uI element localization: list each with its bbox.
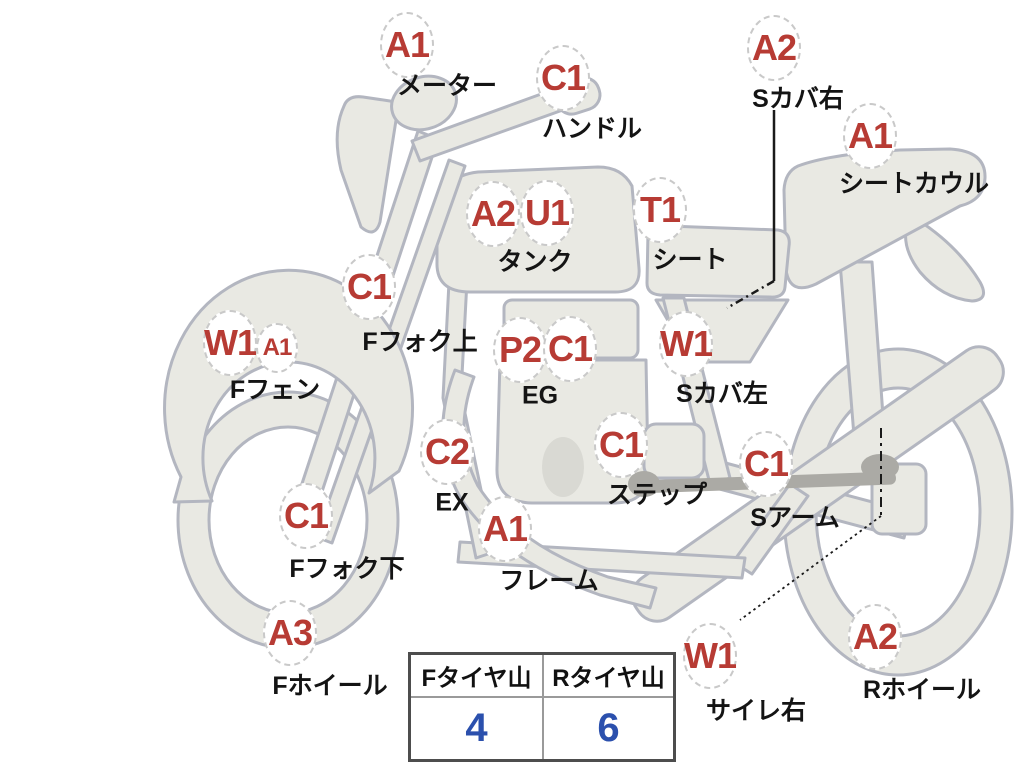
part-label: Sカバ左 [676, 380, 768, 408]
tire-table-header-rear: Rタイヤ山 [542, 655, 673, 696]
rear-frame [731, 482, 810, 576]
condition-code-bubble: P2 [493, 317, 547, 383]
tail-fin [904, 217, 986, 303]
meter-pod [390, 74, 458, 132]
part-label: Sアーム [750, 504, 840, 532]
condition-code-bubble: T1 [633, 177, 687, 243]
condition-code-bubble: A1 [843, 103, 897, 169]
condition-code-bubble: W1 [659, 311, 713, 377]
part-label: タンク [497, 248, 573, 276]
part-label: EX [435, 488, 469, 517]
condition-code-bubble: U1 [520, 180, 574, 246]
headlight-cowl [335, 95, 400, 234]
condition-code-bubble: A2 [848, 604, 902, 670]
leader-silencer-diagonal [739, 515, 882, 621]
part-label: シートカウル [838, 170, 990, 198]
part-label: フレーム [499, 567, 599, 595]
condition-code-bubble: C1 [739, 431, 793, 497]
part-label: Fフェン [229, 376, 321, 404]
condition-code-bubble: A3 [263, 600, 317, 666]
tire-table-header-front: Fタイヤ山 [421, 665, 532, 692]
part-label: Fフォク上 [362, 328, 478, 356]
tire-table-value-front: 4 [411, 696, 542, 759]
condition-code-bubble: C1 [342, 254, 396, 320]
condition-code-bubble: A2 [466, 181, 520, 247]
tire-table-value-rear: 6 [542, 696, 673, 759]
part-label: Sカバ右 [752, 85, 844, 113]
part-label: Fフォク下 [289, 555, 405, 583]
part-label: ステップ [606, 481, 708, 509]
condition-code-bubble: C1 [279, 483, 333, 549]
part-label: シート [652, 246, 728, 274]
part-label: Rホイール [862, 676, 982, 704]
part-label: Fホイール [272, 672, 388, 700]
condition-code-bubble: C1 [543, 316, 597, 382]
part-label: サイレ右 [705, 697, 807, 725]
crankcase-circle [542, 437, 584, 497]
part-label: EG [521, 381, 559, 410]
gearbox [642, 422, 706, 480]
condition-code-bubble: W1 [203, 310, 257, 376]
tire-tread-table: Fタイヤ山 Rタイヤ山 4 6 [408, 652, 676, 762]
condition-code-bubble: C1 [536, 45, 590, 111]
condition-code-bubble: C2 [420, 419, 474, 485]
part-label: ハンドル [541, 115, 643, 143]
condition-code-bubble: A1 [256, 323, 298, 373]
condition-code-bubble: W1 [683, 623, 737, 689]
condition-code-bubble: A2 [747, 15, 801, 81]
condition-code-bubble: A1 [380, 12, 434, 78]
part-label: メーター [396, 72, 498, 100]
condition-code-bubble: C1 [594, 412, 648, 478]
step-peg-left [628, 471, 660, 497]
condition-code-bubble: A1 [478, 496, 532, 562]
